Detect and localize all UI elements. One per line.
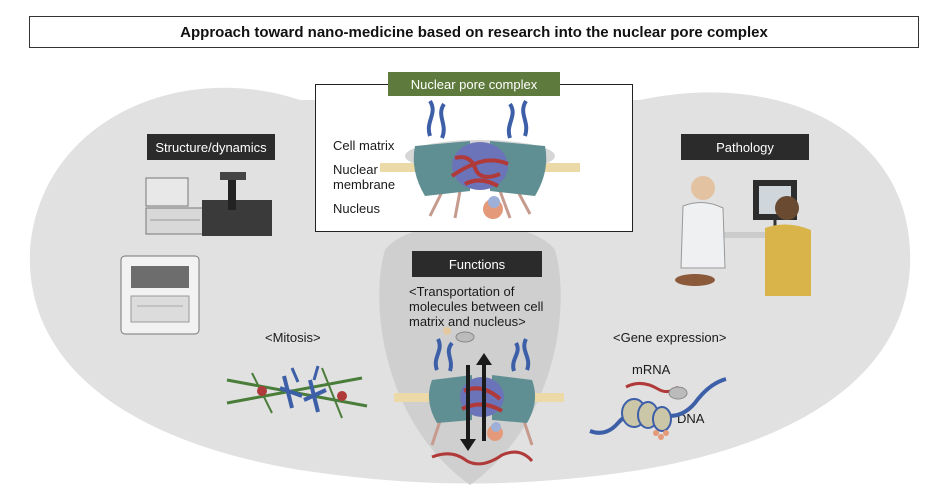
doctor-patient-icon (675, 176, 811, 296)
gene-expression-label: <Gene expression> (613, 330, 727, 345)
membrane-label: membrane (333, 177, 396, 192)
microscope-icon (145, 172, 272, 236)
nuclear-label: Nuclear (333, 162, 378, 177)
lab-instrument-icon (120, 255, 200, 335)
page-title: Approach toward nano-medicine based on r… (29, 16, 919, 48)
transport-text-line-3: matrix and nucleus> (409, 314, 526, 329)
gene-expression-illustration (589, 377, 727, 440)
npc-illustration (380, 99, 580, 219)
mitosis-label: <Mitosis> (265, 330, 321, 345)
mitosis-illustration (226, 365, 368, 419)
functions-label: Functions (412, 251, 542, 277)
transport-illustration (394, 327, 564, 466)
transport-text-line-1: <Transportation of (409, 284, 515, 299)
npc-label: Nuclear pore complex (388, 72, 560, 96)
cell-matrix-label: Cell matrix (333, 138, 395, 153)
mrna-label: mRNA (632, 362, 671, 377)
nucleus-label: Nucleus (333, 201, 380, 216)
structure-dynamics-label: Structure/dynamics (147, 134, 275, 160)
dna-label: DNA (677, 411, 705, 426)
transport-text-line-2: molecules between cell (409, 299, 544, 314)
pathology-label: Pathology (681, 134, 809, 160)
